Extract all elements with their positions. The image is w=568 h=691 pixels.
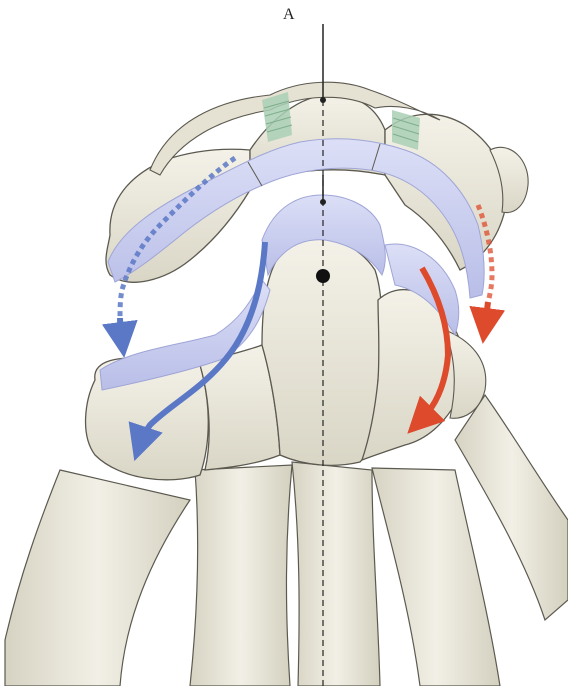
metacarpal-2: [190, 465, 292, 686]
metacarpal-3: [292, 462, 380, 686]
capitate-center-dot: [316, 269, 330, 283]
axis-point-middle: [320, 199, 326, 205]
axis-point-upper: [320, 97, 326, 103]
axis-label: A: [283, 6, 295, 24]
metacarpal-4: [372, 468, 500, 686]
metacarpal-1: [5, 470, 190, 686]
